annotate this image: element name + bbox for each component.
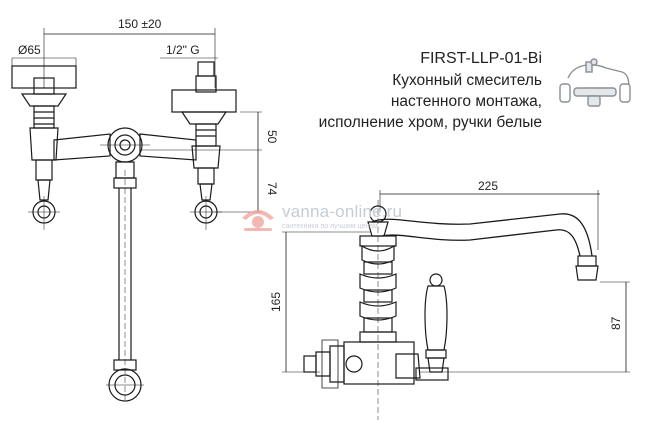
dim-height-50: 50 <box>265 130 279 144</box>
product-title-block: FIRST-LLP-01-Bi Кухонный смеситель насте… <box>280 48 542 133</box>
watermark-logo-icon <box>242 210 274 231</box>
watermark-tagline: сантехника по лучшим ценам <box>282 223 378 230</box>
dim-diameter: Ø65 <box>18 43 41 57</box>
front-view <box>11 28 262 402</box>
dim-thread: 1/2" G <box>166 43 200 57</box>
dim-height-74: 74 <box>265 182 279 196</box>
watermark-site: vanna-online.ru <box>282 202 403 221</box>
dim-spout-reach: 225 <box>478 179 498 193</box>
dim-height-87: 87 <box>609 316 623 330</box>
product-desc-line-1: Кухонный смеситель <box>392 72 542 89</box>
side-view <box>282 190 630 420</box>
product-desc-line-2: настенного монтажа, <box>390 93 542 110</box>
product-model: FIRST-LLP-01-Bi <box>420 50 542 67</box>
product-desc-line-3: исполнение хром, ручки белые <box>318 114 542 131</box>
dim-spacing: 150 ±20 <box>118 17 162 31</box>
dim-height-165: 165 <box>269 292 283 312</box>
